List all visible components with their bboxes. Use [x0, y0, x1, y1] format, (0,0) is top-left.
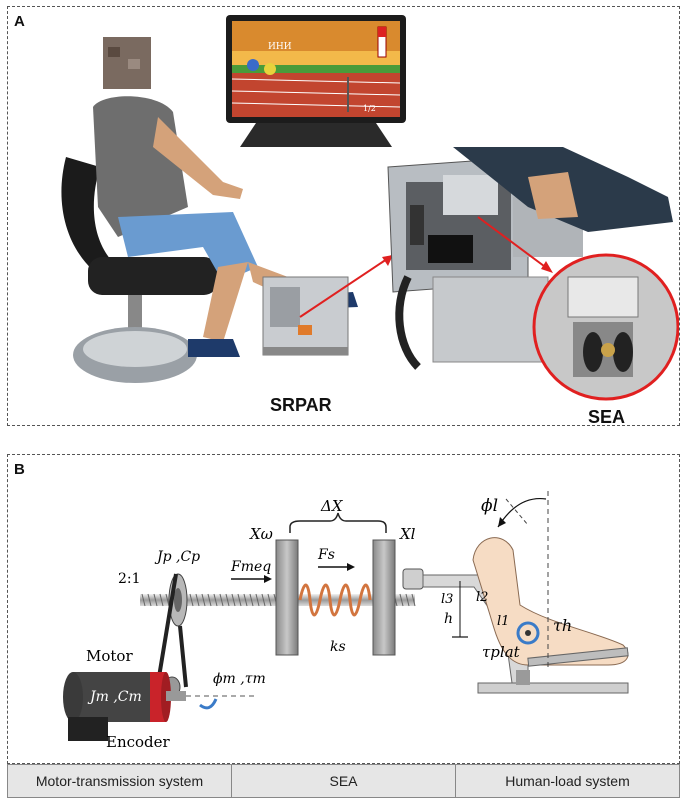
footer-human-load: Human-load system: [505, 773, 630, 789]
tau-rotation-arrow: [516, 621, 540, 645]
f-s-label: Fs: [317, 547, 335, 563]
phi-tau-m-label: ϕm ,τm: [213, 671, 266, 687]
panel-a: A ИНИ 1/2: [7, 6, 680, 427]
jp-cp-label: Jp ,Cp: [154, 549, 200, 565]
sea-zoom-circle: [532, 253, 679, 401]
spring: [298, 583, 372, 617]
encoder-label: Encoder: [106, 733, 171, 751]
delta-x-label: ΔX: [320, 497, 344, 515]
panel-a-illustration: ИНИ 1/2: [61, 15, 679, 401]
panel-b-label: B: [14, 461, 25, 478]
tau-h-label: τh: [553, 616, 572, 635]
l2-label: l2: [476, 590, 488, 605]
x-omega-label: Xω: [249, 525, 273, 543]
platform: [477, 647, 629, 694]
monitor-screen: [226, 15, 406, 147]
left-plate: [275, 539, 299, 656]
x-l-label: Xl: [399, 525, 416, 543]
foot: [472, 537, 629, 666]
srpar-device: [262, 276, 349, 356]
phi-l-label: ϕl: [481, 496, 498, 516]
k-s-label: ks: [330, 639, 346, 655]
delta-x-brace: [289, 512, 387, 533]
motor-label: Motor: [86, 647, 133, 665]
motor: [63, 672, 186, 741]
pulley-belt: [156, 573, 188, 698]
zoom-arrow: [299, 254, 394, 318]
person: [93, 37, 358, 357]
jm-cm-label: Jm ,Cm: [87, 689, 142, 705]
h-label: h: [444, 611, 453, 627]
panel-b-diagram: [63, 491, 629, 741]
footer-sea: SEA: [232, 765, 456, 797]
srpar-caption: SRPAR: [270, 395, 332, 415]
l3-label: l3: [441, 592, 453, 607]
footer-motor-transmission: Motor-transmission system: [8, 765, 232, 797]
tau-plat-label: τplat: [482, 643, 521, 661]
monitor-ribbon-text: ИНИ: [268, 42, 292, 52]
l1-label: l1: [497, 614, 509, 629]
zoom-device: [387, 147, 673, 370]
right-plate: [372, 539, 396, 656]
ratio-label: 2:1: [118, 571, 141, 587]
motor-rotation-arrow: [199, 698, 218, 710]
f-meq-label: Fmeq: [230, 559, 271, 575]
panel-b: B: [7, 454, 680, 764]
panel-a-label: A: [14, 13, 25, 30]
system-footer: Motor-transmission system SEA Human-load…: [7, 764, 680, 798]
monitor-score-text: 1/2: [363, 104, 376, 113]
sea-caption: SEA: [588, 407, 626, 427]
